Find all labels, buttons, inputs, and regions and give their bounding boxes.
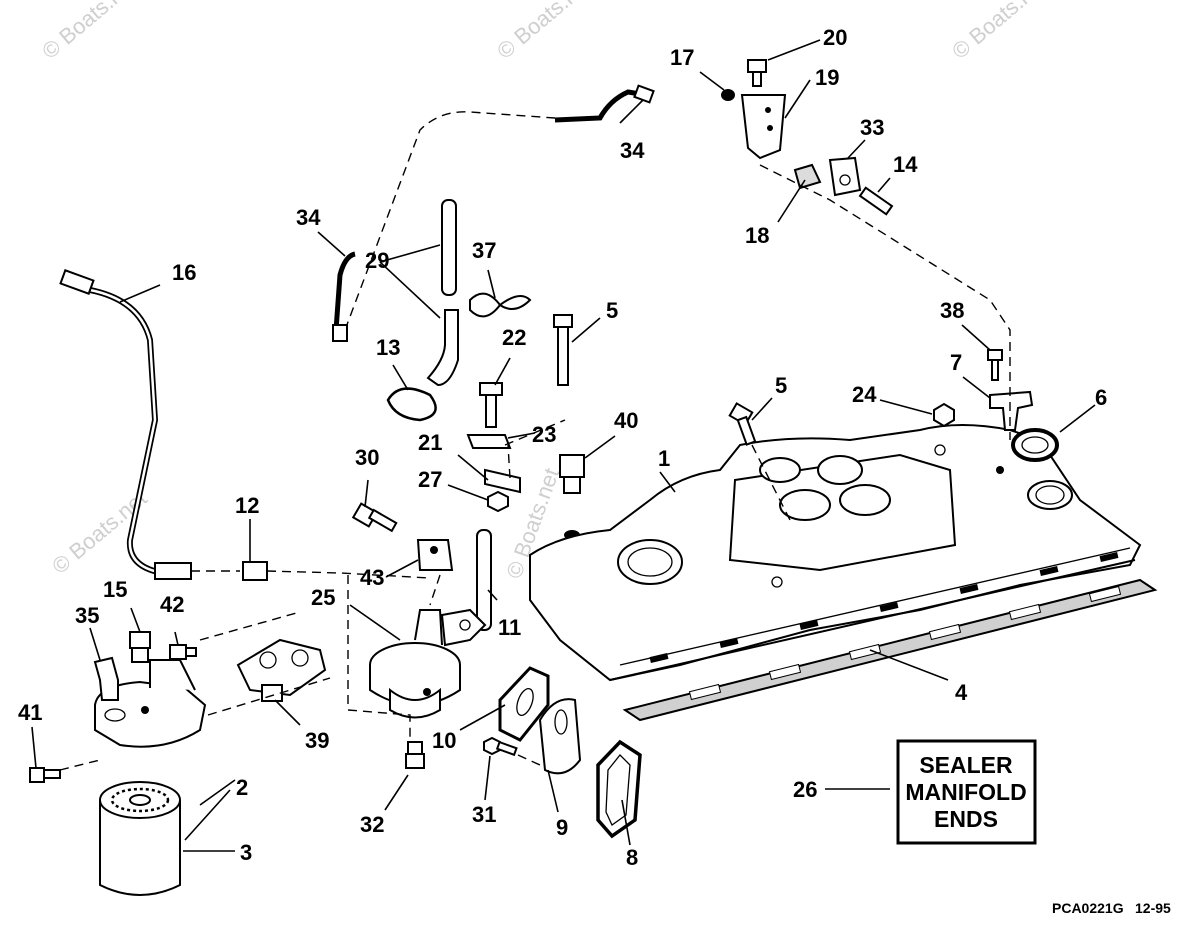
callout-29: 29 (365, 248, 389, 273)
callout-2: 2 (236, 775, 248, 800)
bolt-31 (483, 736, 541, 766)
bracket-19 (721, 59, 1011, 440)
callout-40: 40 (614, 408, 638, 433)
callout-17: 17 (670, 45, 694, 70)
callout-33: 33 (860, 115, 884, 140)
clamp-13 (386, 387, 437, 422)
figure-date: 12-95 (1135, 900, 1171, 916)
callout-9: 9 (556, 815, 568, 840)
callout-8: 8 (626, 845, 638, 870)
callout-19: 19 (815, 65, 839, 90)
callout-37: 37 (472, 238, 496, 263)
gasket-10 (498, 666, 550, 742)
callout-21: 21 (418, 430, 442, 455)
filter-adapter-2 (59, 659, 207, 771)
fitting-35 (93, 656, 119, 701)
callout-31: 31 (472, 802, 496, 827)
callout-38: 38 (940, 298, 964, 323)
note-line-1: SEALER (919, 752, 1013, 778)
callout-20: 20 (823, 25, 847, 50)
callout-16: 16 (172, 260, 196, 285)
callout-26: 26 (793, 777, 817, 802)
callout-6: 6 (1095, 385, 1107, 410)
bracket-43 (416, 539, 454, 606)
gasket-8 (596, 739, 642, 839)
clamp-37 (469, 292, 532, 318)
callout-34: 34 (620, 138, 645, 163)
callout-15: 15 (103, 577, 127, 602)
fuel-line-16 (59, 269, 240, 580)
hose-29 (426, 199, 459, 387)
callout-11: 11 (498, 615, 521, 640)
callout-1: 1 (658, 446, 670, 471)
bolt-5-right (728, 402, 791, 521)
hose-11 (476, 529, 492, 631)
nut-24 (933, 402, 955, 428)
callout-23: 23 (532, 422, 556, 447)
watermark: © Boats.net (37, 0, 141, 64)
note-line-2: MANIFOLD (905, 779, 1026, 805)
gasket-4 (622, 578, 1158, 722)
bolt-30 (351, 502, 398, 533)
callout-30: 30 (355, 445, 379, 470)
note-line-3: ENDS (934, 806, 998, 832)
plate-9 (538, 698, 582, 775)
watermark: © Boats.net (947, 0, 1051, 64)
plug-15 (129, 631, 151, 663)
fitting-32 (405, 741, 425, 769)
callout-39: 39 (305, 728, 329, 753)
plug-42 (169, 644, 197, 660)
callout-41: 41 (18, 700, 42, 725)
bracket-23 (466, 419, 566, 513)
callout-12: 12 (235, 493, 259, 518)
callout-35: 35 (75, 603, 99, 628)
callout-10: 10 (432, 728, 456, 753)
callout-32: 32 (360, 812, 384, 837)
bolt-22 (479, 382, 503, 428)
sealer-note-box: SEALER MANIFOLD ENDS (896, 739, 1037, 845)
callout-5: 5 (775, 373, 787, 398)
callout-7: 7 (950, 350, 962, 375)
callout-22: 22 (502, 325, 526, 350)
callout-34: 34 (296, 205, 321, 230)
callout-3: 3 (240, 840, 252, 865)
callout-27: 27 (418, 467, 442, 492)
callout-42: 42 (160, 592, 184, 617)
callout-13: 13 (376, 335, 400, 360)
sensor-40 (559, 454, 585, 540)
fuel-pump-25 (347, 575, 487, 740)
fuel-line-34 (332, 84, 655, 342)
callout-18: 18 (745, 223, 769, 248)
callout-24: 24 (852, 382, 877, 407)
callout-43: 43 (360, 565, 384, 590)
bracket-7 (987, 349, 1034, 431)
callout-5: 5 (606, 298, 618, 323)
gasket-6 (1011, 428, 1059, 462)
callout-14: 14 (893, 152, 918, 177)
callouts: 1 2 3 4 5 5 6 7 8 9 10 11 12 13 14 15 16… (18, 25, 1107, 870)
watermark: © Boats.net (492, 0, 596, 64)
fitting-12 (242, 561, 431, 581)
callout-4: 4 (955, 680, 968, 705)
bolt-5-left (553, 314, 573, 386)
oil-filter-3 (99, 781, 181, 896)
intake-manifold (529, 424, 1142, 682)
callout-25: 25 (311, 585, 335, 610)
figure-id: PCA0221G (1052, 900, 1124, 916)
leader-lines (31, 39, 1096, 852)
figure-code: PCA0221G 12-95 (1052, 900, 1171, 916)
bolt-41 (29, 767, 61, 783)
adapter-39 (199, 611, 331, 716)
